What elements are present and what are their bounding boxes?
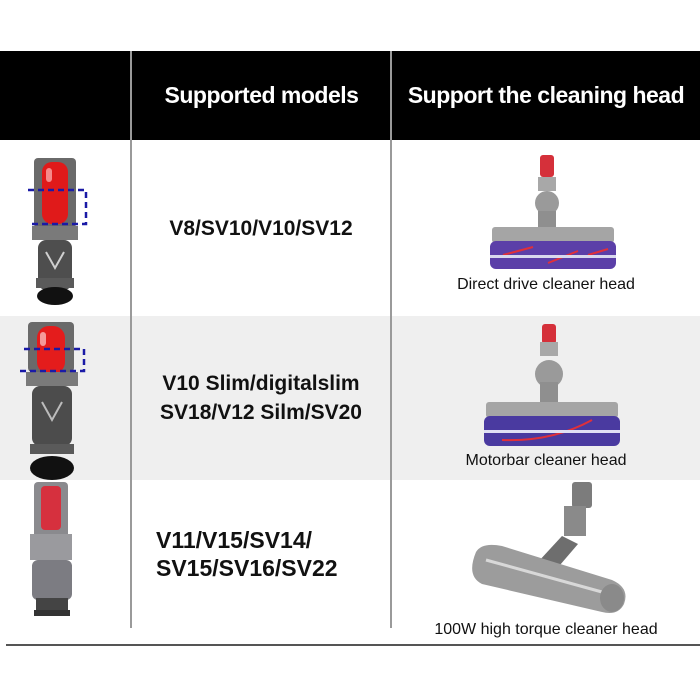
cleaning-head-cell: 100W high torque cleaner head xyxy=(392,480,700,638)
cleaning-head-cell: Motorbar cleaner head xyxy=(392,316,700,480)
table-bottom-border xyxy=(6,644,700,646)
compatibility-table: Supported models Support the cleaning he… xyxy=(0,51,700,638)
table-row: V11/V15/SV14/ SV15/SV16/SV22 100W high t… xyxy=(0,480,700,638)
motorbar-head-icon xyxy=(482,322,622,448)
head-caption: Motorbar cleaner head xyxy=(465,452,627,469)
column-divider xyxy=(390,51,392,628)
direct-drive-head-icon xyxy=(488,155,618,275)
table-row: V10 Slim/digitalslim SV18/V12 Silm/SV20 … xyxy=(0,316,700,480)
head-caption: Direct drive cleaner head xyxy=(457,276,635,293)
supported-models-text: V11/V15/SV14/ SV15/SV16/SV22 xyxy=(156,527,338,581)
header-supported-models: Supported models xyxy=(164,82,359,108)
table-header: Supported models Support the cleaning he… xyxy=(0,51,700,140)
supported-models-text: V10 Slim/digitalslim SV18/V12 Silm/SV20 xyxy=(160,372,362,424)
high-torque-head-icon xyxy=(442,480,642,620)
cleaning-head-cell: Direct drive cleaner head xyxy=(392,140,700,316)
adapter-v10-slim-icon xyxy=(12,322,90,482)
adapter-v8-v10-icon xyxy=(16,158,88,318)
header-support-cleaning-head: Support the cleaning head xyxy=(407,82,685,108)
column-divider xyxy=(130,51,132,628)
table-row: V8/SV10/V10/SV12 Direct drive cleaner he… xyxy=(0,140,700,316)
supported-models-text: V8/SV10/V10/SV12 xyxy=(169,216,353,240)
adapter-v11-v15-icon xyxy=(22,482,82,622)
head-caption: 100W high torque cleaner head xyxy=(434,621,658,638)
